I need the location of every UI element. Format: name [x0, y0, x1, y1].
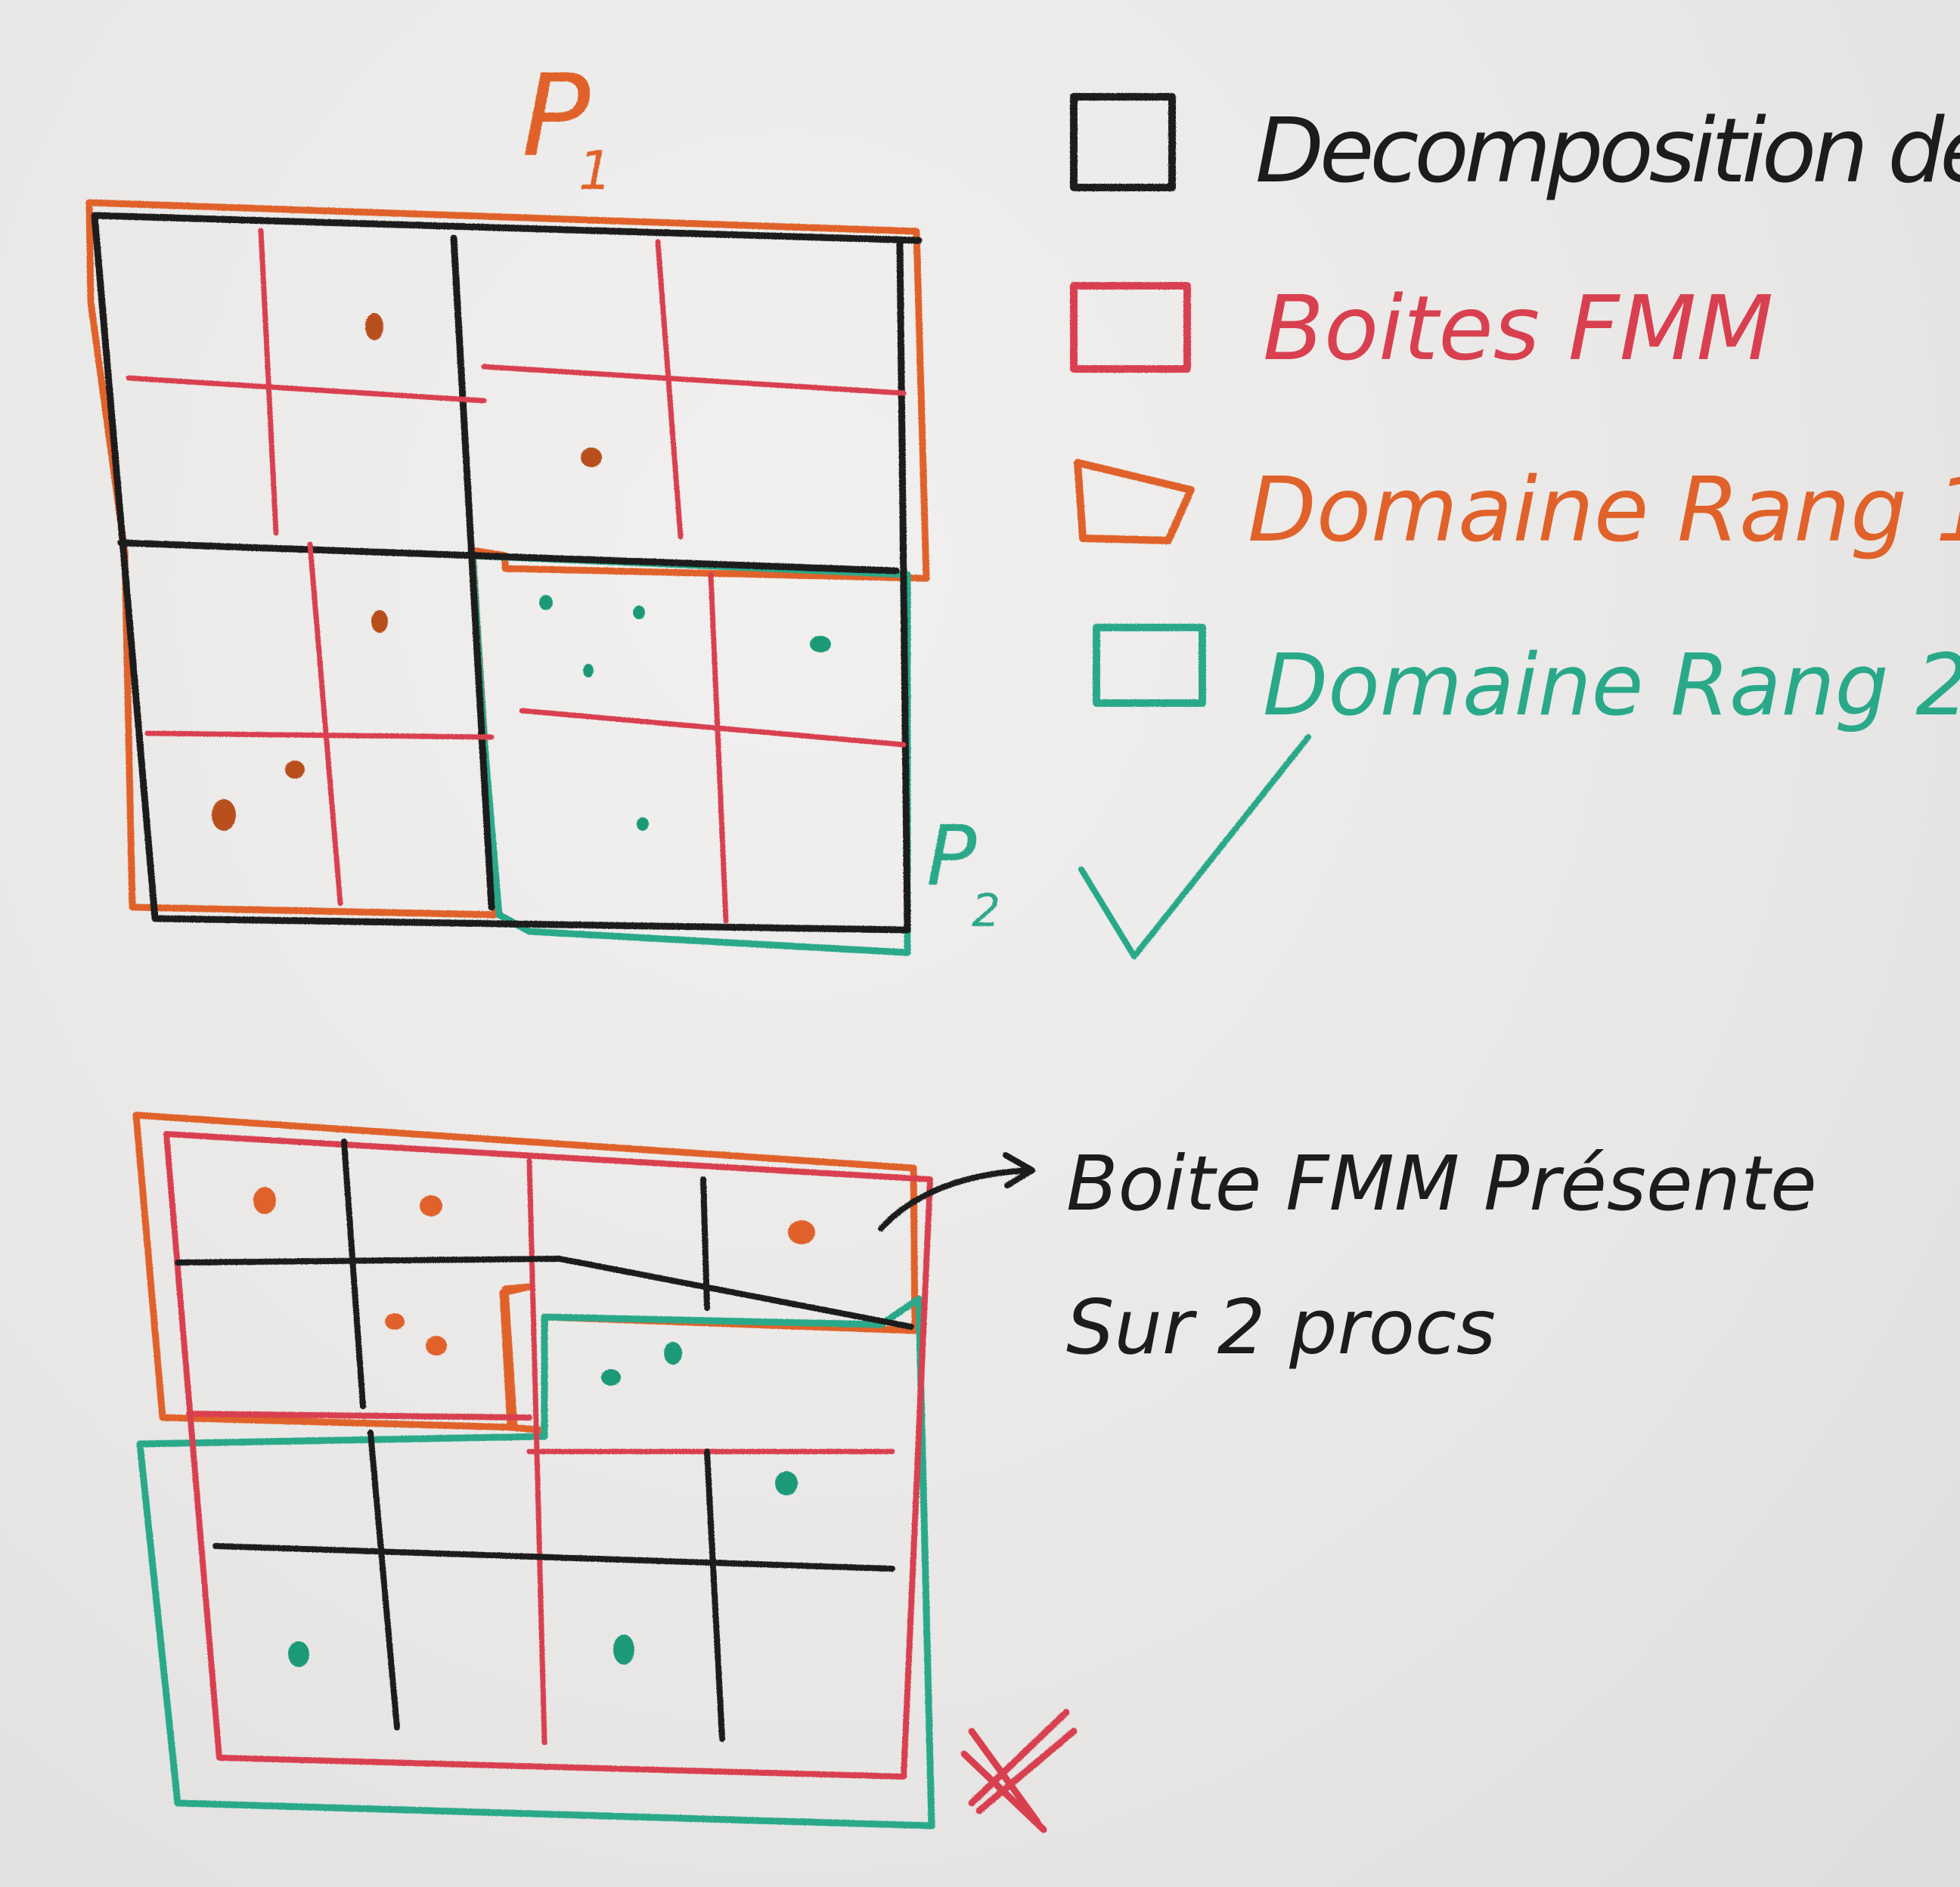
fmm-boxes-grid-bottom: [526, 1157, 895, 1746]
decomposition-grid-top: [91, 212, 923, 934]
particles-rank2-bottom: [288, 1342, 798, 1667]
p2-label: P: [926, 807, 977, 904]
legend-label-rank1: Domaine Rang 1: [1248, 457, 1960, 562]
domain-rank2-outline-top: [469, 552, 911, 956]
legend-label-rank2: Domaine Rang 2: [1263, 637, 1960, 735]
particles-rank1-top: [212, 313, 602, 831]
p1-subscript: 1: [578, 140, 612, 202]
annotation-line-1: Boite FMM Présente: [1066, 1139, 1817, 1228]
annotation-arrow: [878, 1152, 1035, 1232]
annotation-line-2: Sur 2 procs: [1066, 1283, 1496, 1371]
cross-mark: [960, 1709, 1078, 1833]
fmm-boxes-outline-bottom: [163, 1131, 933, 1780]
legend-label-fmm: Boites FMM: [1263, 276, 1773, 380]
domain-rank2-outline-bottom: [136, 1295, 935, 1830]
legend-swatch-rank2: [1093, 624, 1206, 707]
check-mark: [1078, 734, 1311, 959]
domain-rank1-outline-bottom: [132, 1111, 919, 1434]
legend-label-decomposition: Decomposition de Domain: [1255, 98, 1960, 203]
legend-swatch-decomposition: [1070, 93, 1176, 191]
particles-rank2-top: [539, 595, 831, 831]
fmm-boxes-grid-top: [126, 228, 907, 924]
particles-rank1-bottom: [253, 1187, 815, 1356]
p1-label: P: [522, 51, 591, 182]
legend-swatch-fmm: [1070, 282, 1191, 373]
p2-subscript: 2: [972, 885, 1000, 937]
decomposition-grid-bottom: [175, 1139, 914, 1742]
legend-swatch-rank1: [1074, 459, 1195, 544]
